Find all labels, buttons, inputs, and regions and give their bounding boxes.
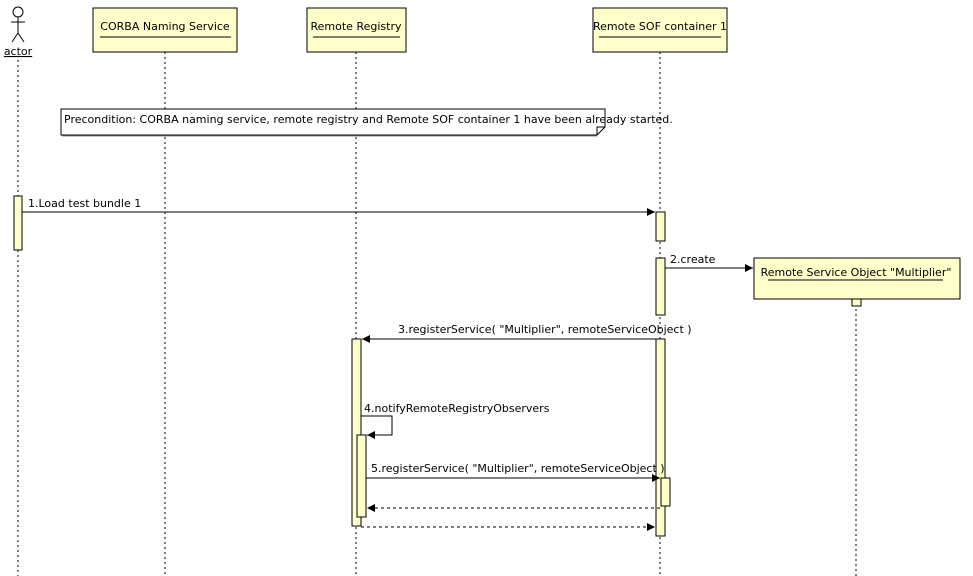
participant-label: Remote SOF container 1 bbox=[593, 20, 727, 33]
message-label: 1.Load test bundle 1 bbox=[28, 197, 141, 210]
registry-activation-nested bbox=[356, 434, 367, 518]
sof-activation-3 bbox=[655, 338, 666, 537]
sof-activation-2 bbox=[655, 257, 666, 316]
message-register-service-sof[interactable]: 5.registerService( "Multiplier", remoteS… bbox=[366, 462, 665, 482]
message-create[interactable]: 2.create bbox=[665, 253, 753, 272]
sof-activation-1 bbox=[655, 211, 666, 242]
actor[interactable]: actor bbox=[4, 6, 33, 58]
participant-label: CORBA Naming Service bbox=[100, 20, 230, 33]
registry-activation bbox=[351, 338, 362, 527]
note-text: Precondition: CORBA naming service, remo… bbox=[64, 113, 673, 126]
actor-activation bbox=[13, 195, 23, 251]
message-label: 2.create bbox=[670, 253, 716, 266]
message-load-test-bundle[interactable]: 1.Load test bundle 1 bbox=[22, 197, 655, 216]
participant-remote-service-object[interactable]: Remote Service Object "Multiplier" bbox=[753, 257, 961, 300]
precondition-note[interactable]: Precondition: CORBA naming service, remo… bbox=[60, 108, 673, 137]
participant-remote-sof-container[interactable]: Remote SOF container 1 bbox=[592, 7, 728, 53]
message-label: 4.notifyRemoteRegistryObservers bbox=[364, 402, 550, 415]
message-label: 5.registerService( "Multiplier", remoteS… bbox=[371, 462, 665, 475]
actor-icon bbox=[11, 6, 25, 43]
participant-label: Remote Registry bbox=[311, 20, 402, 33]
participant-label: Remote Service Object "Multiplier" bbox=[761, 266, 952, 279]
message-label: 3.registerService( "Multiplier", remoteS… bbox=[398, 323, 692, 336]
actor-label: actor bbox=[4, 45, 33, 58]
message-register-service-registry[interactable]: 3.registerService( "Multiplier", remoteS… bbox=[362, 323, 692, 343]
sof-activation-nested bbox=[660, 477, 671, 507]
message-notify-observers[interactable]: 4.notifyRemoteRegistryObservers bbox=[361, 402, 550, 439]
participant-remote-registry[interactable]: Remote Registry bbox=[306, 7, 407, 53]
participant-corba-naming-service[interactable]: CORBA Naming Service bbox=[92, 7, 238, 53]
service-object-activation bbox=[851, 298, 862, 307]
